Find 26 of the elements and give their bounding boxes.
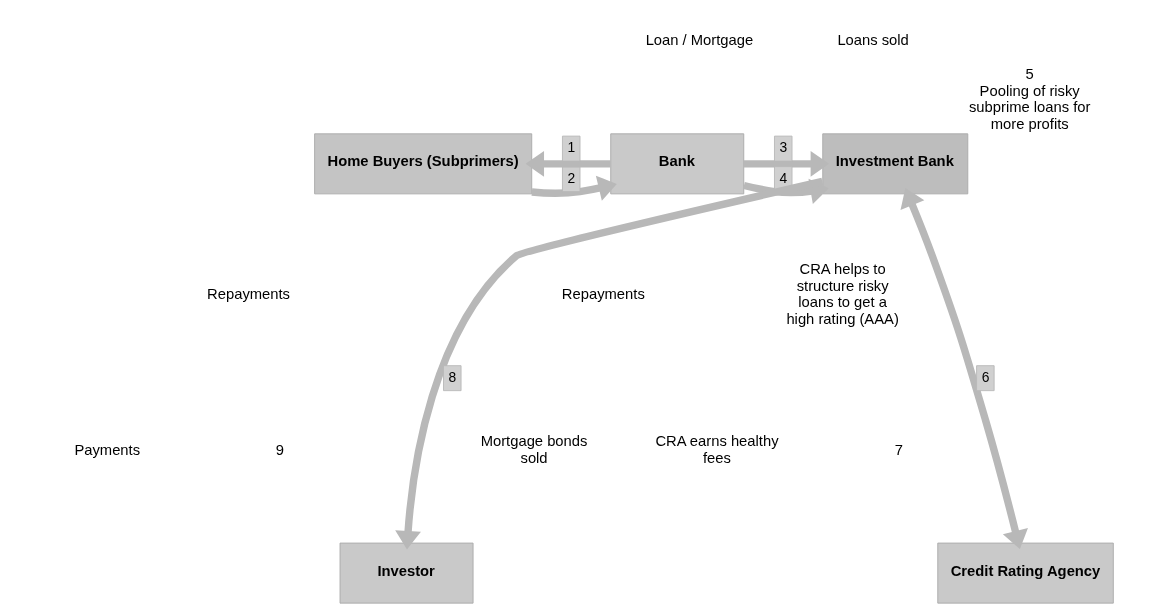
label: CRA earns healthy fees: [654, 433, 779, 466]
node-label: Pooling of risky subprime loans for more profits: [968, 82, 1090, 133]
arrow: [531, 175, 617, 201]
label: 7: [894, 441, 903, 458]
edge-label: 2: [567, 169, 575, 186]
arrow: [394, 177, 823, 550]
label: 9: [275, 441, 284, 458]
node-box: Investment Bank: [821, 133, 968, 195]
edge-label: 1: [567, 139, 575, 156]
edge-label: 6: [981, 368, 989, 385]
node-box: Credit Rating Agency: [936, 542, 1114, 604]
node-box: Home Buyers (Subprimers): [313, 133, 532, 195]
arrow: [525, 150, 610, 177]
label: Repayments: [561, 286, 645, 302]
node-box: Bank: [609, 133, 744, 195]
label: Loans sold: [836, 32, 909, 49]
label: CRA helps to structure risky loans to get a high rating (AAA): [785, 261, 899, 327]
node-box: Investor: [339, 542, 474, 604]
label: Loan / Mortgage: [645, 32, 753, 49]
edge-label: 8: [448, 368, 456, 385]
label: Mortgage bonds sold: [480, 433, 587, 466]
edge-label: 4: [779, 169, 787, 186]
node-label: 5: [1025, 66, 1034, 83]
label: Repayments: [206, 286, 290, 302]
label: Payments: [73, 441, 140, 458]
edge-label: 3: [779, 139, 787, 156]
